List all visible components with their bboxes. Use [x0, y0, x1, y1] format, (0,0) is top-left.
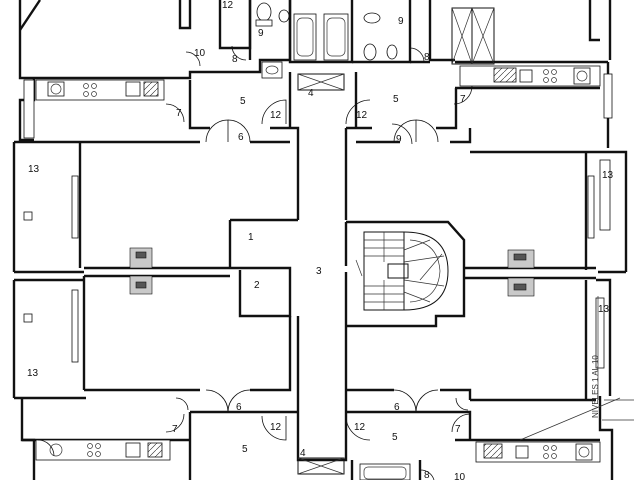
room-label-2: 2: [254, 280, 260, 291]
room-label-13-upper-left: 13: [28, 164, 40, 175]
room-label-7-upper-right: 7: [460, 94, 466, 105]
interior-walls: [78, 0, 598, 480]
room-label-9-mid-right: 9: [396, 134, 402, 145]
room-label-7-lower-left: 7: [172, 424, 178, 435]
room-label-1: 1: [248, 232, 254, 243]
side-annotation: NIVELES 1 AL 10: [591, 355, 600, 418]
room-label-12-right: 12: [356, 110, 368, 121]
elevator-shafts: [297, 7, 495, 475]
bathroom-fixtures: [255, 2, 411, 480]
room-label-12-left: 12: [270, 110, 282, 121]
room-label-8-lower-right: 8: [424, 470, 430, 480]
room-label-7-lower-right: 7: [455, 424, 461, 435]
room-label-3: 3: [316, 266, 322, 277]
room-label-7-upper-left: 7: [176, 108, 182, 119]
room-label-9-upper-left: 9: [258, 28, 264, 39]
room-label-10-bottom: 10: [454, 472, 466, 480]
room-label-13-lower-right: 13: [598, 304, 610, 315]
room-label-4-bottom: 4: [300, 448, 306, 459]
ducts: [23, 211, 535, 323]
dimension-line: [519, 296, 634, 441]
room-label-8-upper-right: 8: [424, 52, 430, 63]
room-label-6-lower-left: 6: [236, 402, 242, 413]
room-labels: 13 13 13 13 5 5 5 5 4 4 3 2 1 6 6 6 7 7 …: [27, 0, 614, 480]
room-label-9-upper-right: 9: [398, 16, 404, 27]
windows: [23, 73, 613, 369]
door-swings: [37, 45, 473, 480]
room-label-12-top: 12: [222, 0, 234, 11]
room-label-5-bottom-right: 5: [392, 432, 398, 443]
room-label-13-lower-left: 13: [27, 368, 39, 379]
room-label-8-upper-left: 8: [232, 54, 238, 65]
room-label-6-lower-right: 6: [394, 402, 400, 413]
room-label-5-bottom-left: 5: [242, 444, 248, 455]
room-label-13-upper-right: 13: [602, 170, 614, 181]
room-label-6-upper-left: 6: [238, 132, 244, 143]
staircase: [355, 231, 449, 311]
room-label-12-bottom-left: 12: [270, 422, 282, 433]
room-label-5-top-left: 5: [240, 96, 246, 107]
room-label-10: 10: [194, 48, 206, 59]
room-label-5-top-right: 5: [393, 94, 399, 105]
room-label-12-bottom-right: 12: [354, 422, 366, 433]
room-label-4-top: 4: [308, 88, 314, 99]
kitchen-counters: [35, 65, 601, 463]
